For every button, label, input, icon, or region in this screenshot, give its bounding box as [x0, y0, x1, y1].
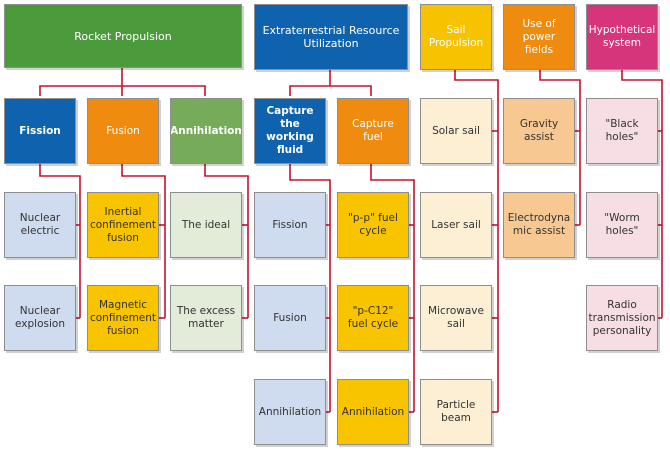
leaf-microwave-sail: Microwave sail: [420, 285, 492, 351]
leaf-working-fluid-fission: Fission: [254, 192, 326, 258]
subcategory-fission: Fission: [4, 98, 76, 164]
leaf-the-excess-matter: The excess matter: [170, 285, 242, 351]
leaf-radio-transmission-personality: Radio transmission personality: [586, 285, 658, 351]
leaf-electrodynamic-assist: Electrodyna mic assist: [503, 192, 575, 258]
leaf-nuclear-explosion: Nuclear explosion: [4, 285, 76, 351]
header-extraterrestrial-resource-utilization: Extraterrestrial Resource Utilization: [254, 4, 408, 70]
header-hypothetical-system: Hypothetical system: [586, 4, 658, 70]
header-sail-propulsion: Sail Propulsion: [420, 4, 492, 70]
leaf-the-ideal: The ideal: [170, 192, 242, 258]
leaf-solar-sail: Solar sail: [420, 98, 492, 164]
leaf-magnetic-confinement-fusion: Magnetic confinement fusion: [87, 285, 159, 351]
leaf-worm-holes: "Worm holes": [586, 192, 658, 258]
leaf-working-fluid-annihilation: Annihilation: [254, 379, 326, 445]
subcategory-capture-fuel: Capture fuel: [337, 98, 409, 164]
leaf-fuel-annihilation: Annihilation: [337, 379, 409, 445]
leaf-gravity-assist: Gravity assist: [503, 98, 575, 164]
subcategory-annihilation: Annihilation: [170, 98, 242, 164]
leaf-black-holes: "Black holes": [586, 98, 658, 164]
leaf-pp-fuel-cycle: "p-p" fuel cycle: [337, 192, 409, 258]
subcategory-fusion: Fusion: [87, 98, 159, 164]
leaf-laser-sail: Laser sail: [420, 192, 492, 258]
leaf-working-fluid-fusion: Fusion: [254, 285, 326, 351]
leaf-pc12-fuel-cycle: "p-C12" fuel cycle: [337, 285, 409, 351]
leaf-inertial-confinement-fusion: Inertial confinement fusion: [87, 192, 159, 258]
header-use-of-power-fields: Use of power fields: [503, 4, 575, 70]
leaf-particle-beam: Particle beam: [420, 379, 492, 445]
leaf-nuclear-electric: Nuclear electric: [4, 192, 76, 258]
subcategory-capture-working-fluid: Capture the working fluid: [254, 98, 326, 164]
header-rocket-propulsion: Rocket Propulsion: [4, 4, 242, 68]
